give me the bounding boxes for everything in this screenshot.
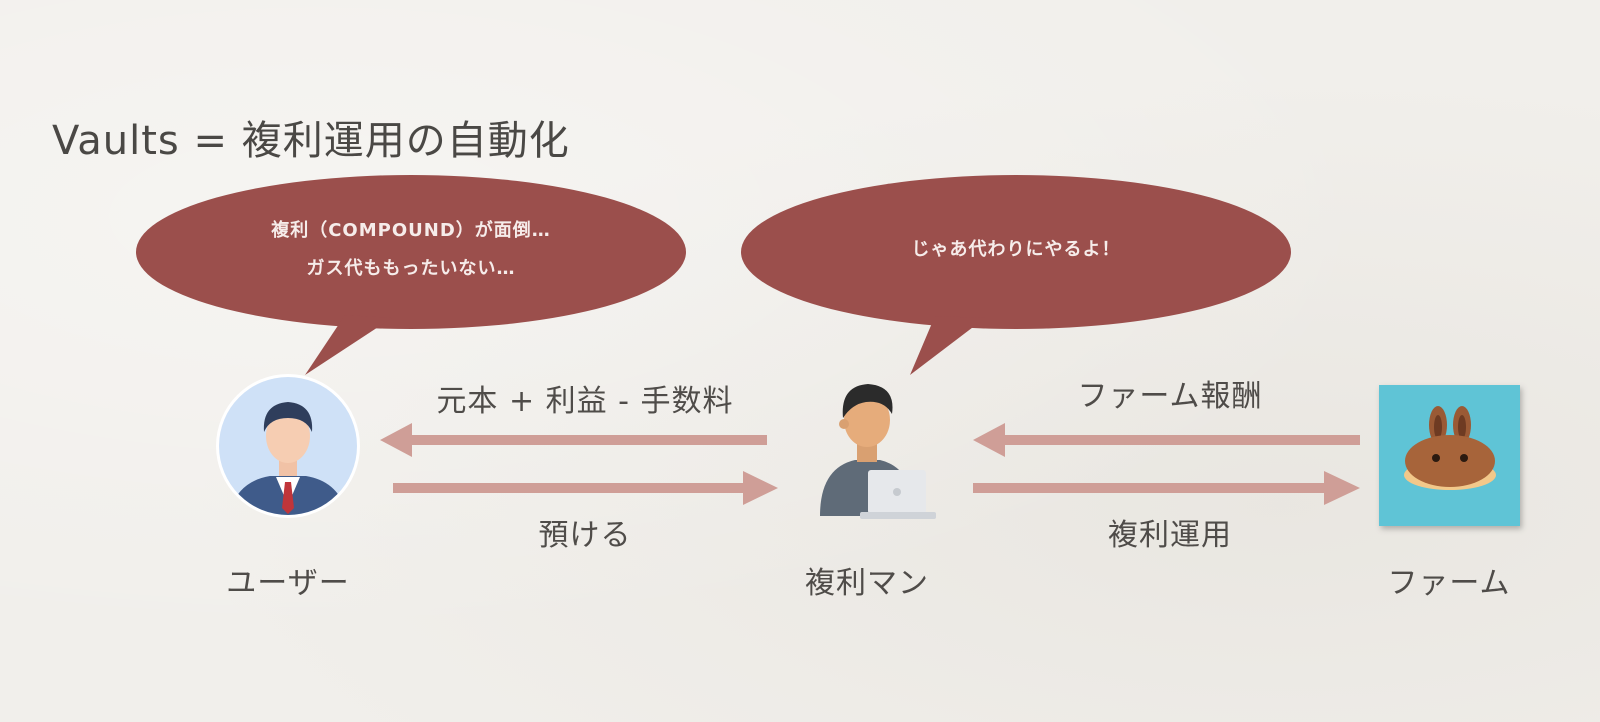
- pancake-bunny-icon: [1379, 385, 1520, 526]
- user-speech-line-1: 複利（COMPOUND）が面倒…: [271, 220, 551, 241]
- compound-arrow-label: 複利運用: [1108, 518, 1232, 553]
- reward-arrow-label: ファーム報酬: [1077, 379, 1263, 414]
- compounder-label: 複利マン: [805, 566, 929, 601]
- arrow-return-to-user: [380, 423, 767, 457]
- arrow-deposit-to-compounder: [393, 471, 778, 505]
- slide-title: Vaults = 複利運用の自動化: [52, 118, 570, 164]
- compounder-speech-line-1: じゃあ代わりにやるよ！: [911, 239, 1121, 260]
- return-arrow-label: 元本 + 利益 - 手数料: [436, 384, 734, 419]
- arrow-reward-to-compounder: [973, 423, 1360, 457]
- businessman-avatar-icon: [216, 374, 360, 518]
- person-with-laptop-icon: [820, 384, 936, 519]
- user-label: ユーザー: [226, 566, 350, 601]
- user-speech-line-2: ガス代ももったいない…: [306, 258, 516, 279]
- arrow-compound-to-farm: [973, 471, 1360, 505]
- compounder-speech-text: じゃあ代わりにやるよ！: [816, 231, 1216, 269]
- compounder-speech-bubble: [741, 175, 1291, 375]
- farm-label: ファーム: [1387, 566, 1511, 601]
- user-speech-text: 複利（COMPOUND）が面倒… ガス代ももったいない…: [211, 212, 611, 288]
- user-speech-bubble: [136, 175, 686, 375]
- deposit-arrow-label: 預ける: [538, 518, 632, 553]
